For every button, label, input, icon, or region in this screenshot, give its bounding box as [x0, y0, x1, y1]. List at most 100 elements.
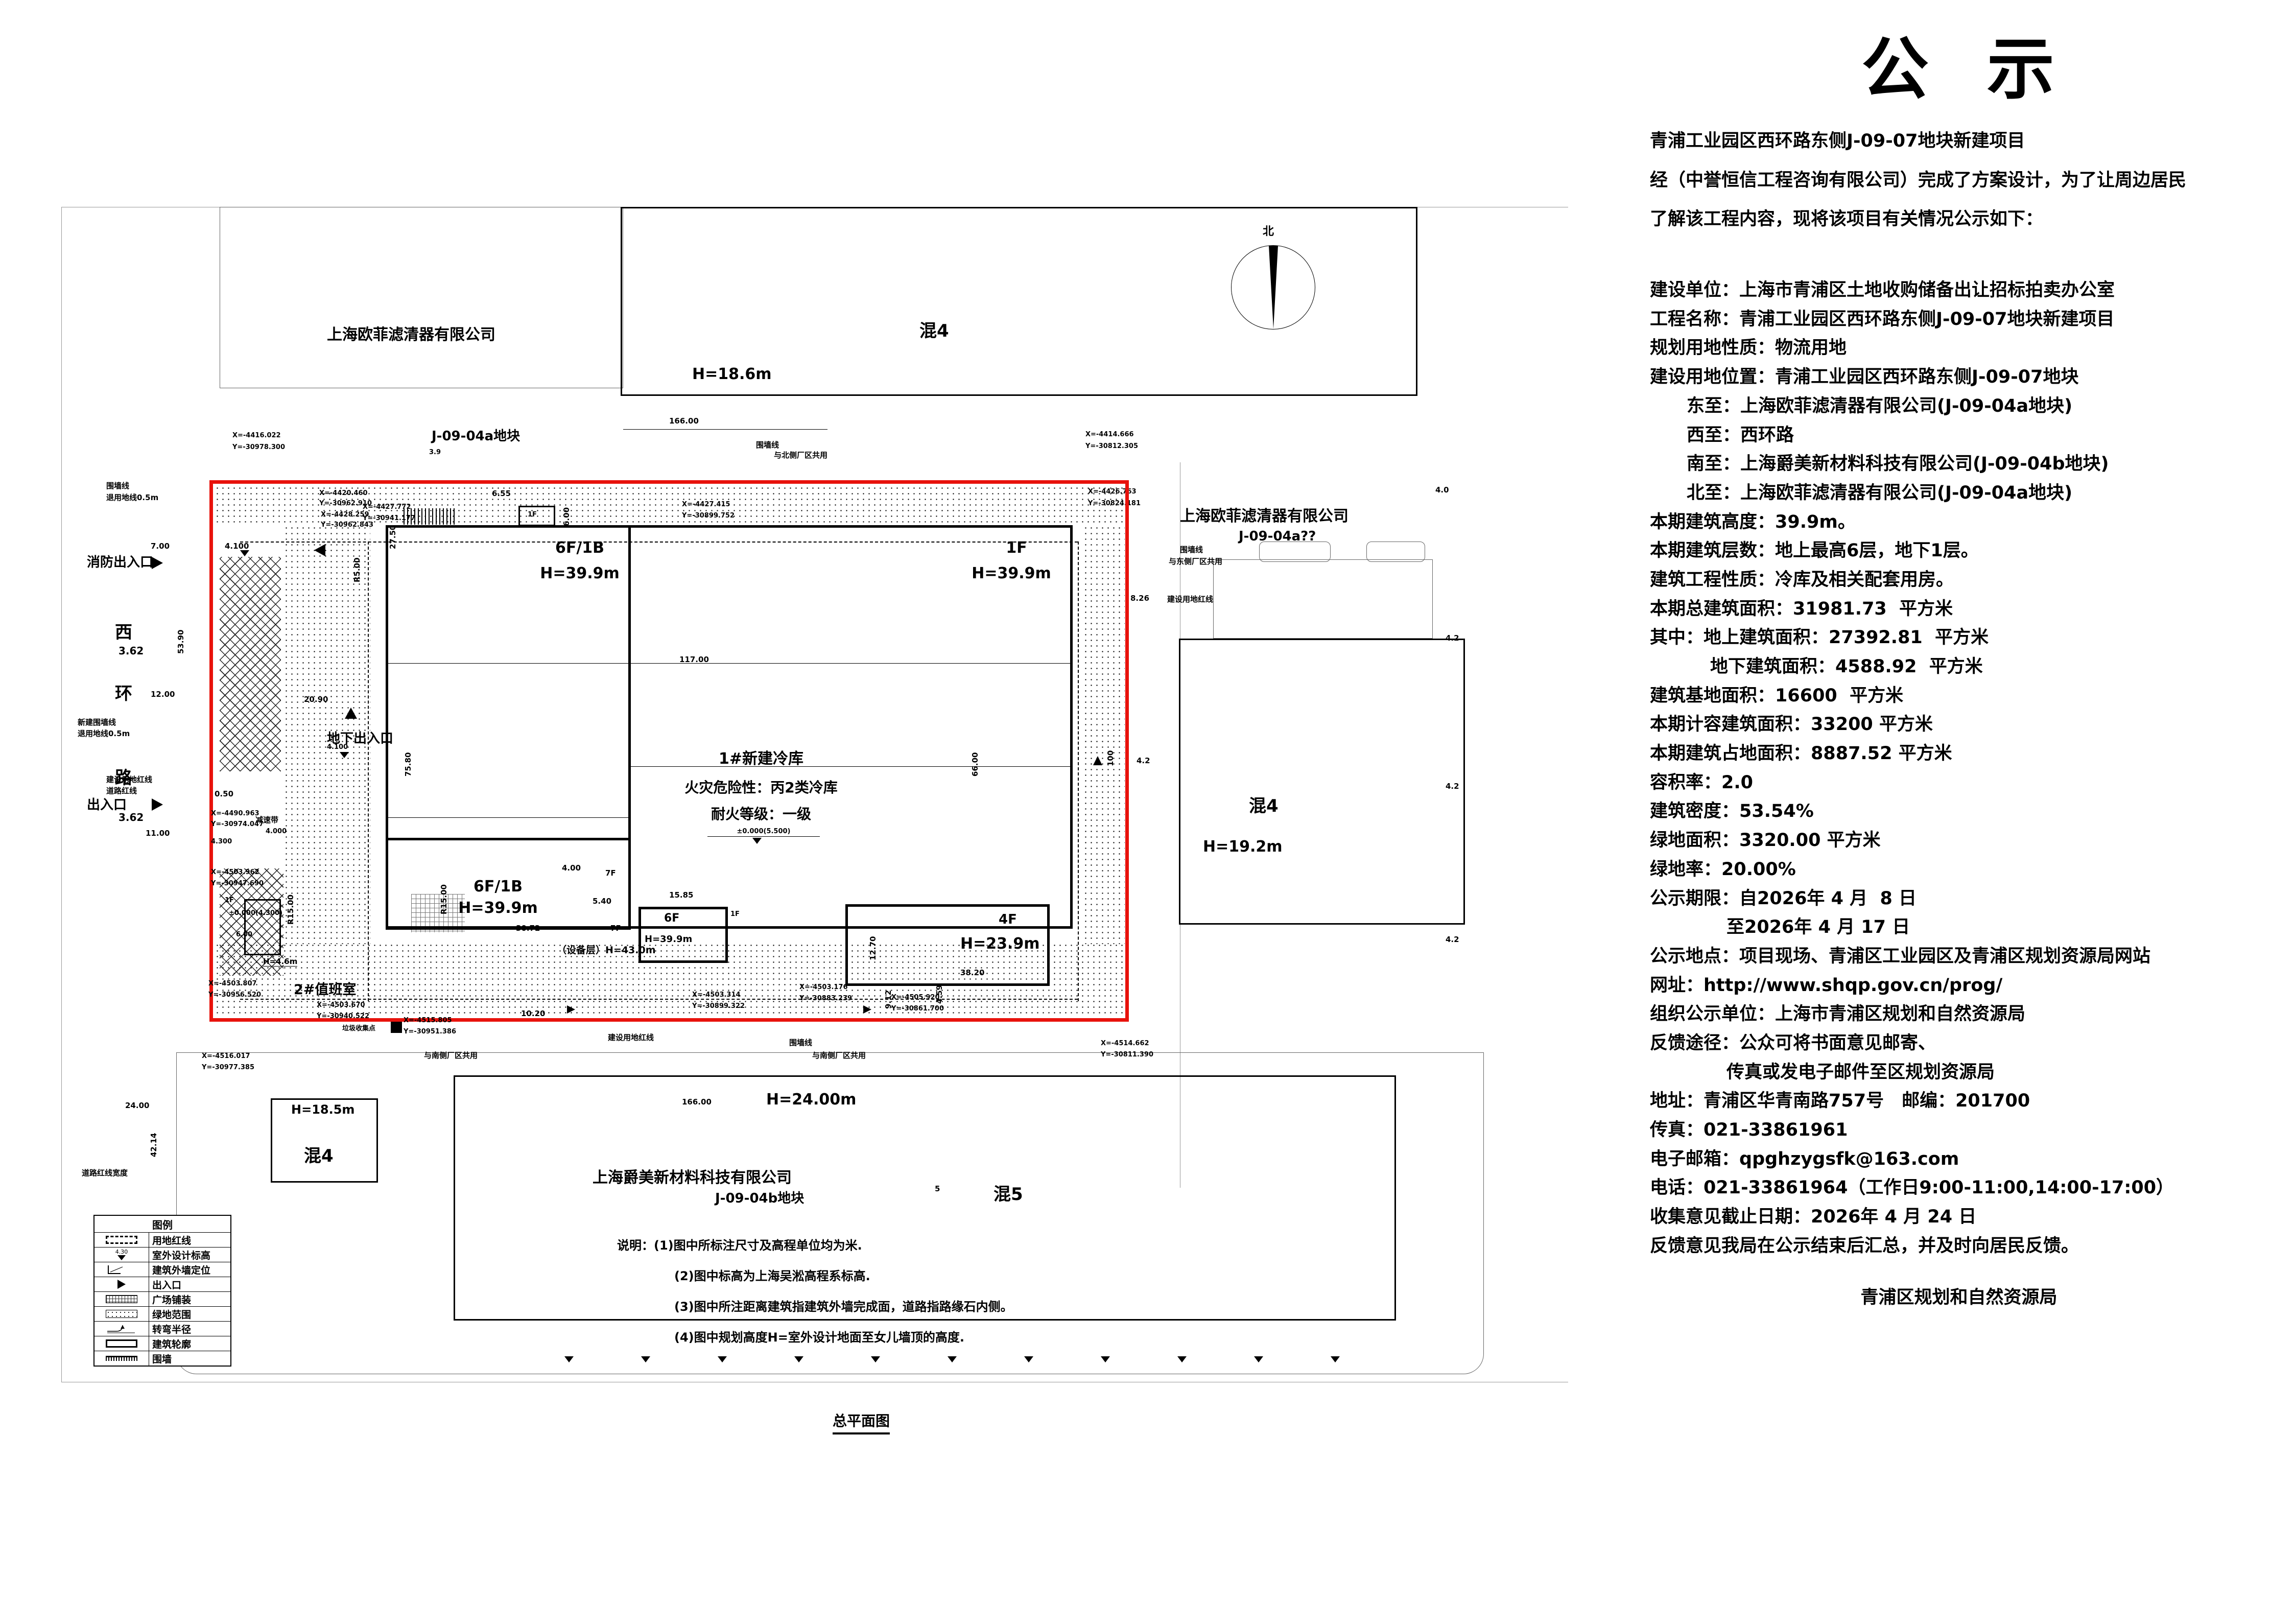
legend-row-redline: 用地红线: [94, 1232, 230, 1247]
notice-field-value-18: 2.0: [1721, 772, 1754, 793]
coord-10-x: X=-4490.963: [211, 810, 259, 817]
south-elev-marker-8-icon: [1101, 1356, 1110, 1362]
gatehouse-floors: 1F: [225, 897, 234, 904]
notice-field-8: 北至：上海欧菲滤清器有限公司(J-09-04a地块): [1650, 479, 2283, 508]
legend-row-elevation: 4.30 室外设计标高: [94, 1247, 230, 1262]
notice-field-value-10: 地上最高6层，地下1层。: [1775, 540, 1979, 561]
site-redline-south: [209, 1018, 1129, 1022]
notice-field-value-33: 2026年 4 月 24 日: [1811, 1207, 1977, 1228]
block-label-7f-a: 7F: [610, 924, 621, 933]
legend-table: 图例 用地红线 4.30 室外设计标高 建筑外墙定位 出入口: [93, 1215, 231, 1367]
waste-collection-label: 垃圾收集点: [342, 1025, 376, 1032]
legend-label-paving: 广场铺装: [152, 1294, 192, 1306]
notice-field-value-34: 反馈意见我局在公示结束后汇总，并及时向居民反馈。: [1650, 1235, 2079, 1256]
sw-building-height: H=18.5m: [291, 1102, 355, 1117]
site-redline-west: [209, 480, 213, 1022]
coord-12-x: X=-4503.314: [692, 991, 741, 999]
notice-field-value-14: 4588.92 平方米: [1835, 656, 1983, 677]
entrance-arrow-fire-icon: [152, 557, 163, 569]
notice-field-label-5: 东至：: [1687, 395, 1741, 416]
road-char-2: 环: [115, 684, 132, 704]
notice-field-label-11: 建筑工程性质：: [1650, 569, 1776, 590]
north-gate-direction-arrow-icon: [314, 544, 325, 556]
notice-field-value-30: 021-33861961: [1703, 1120, 1848, 1140]
notice-field-label-4: 建设用地位置：: [1650, 367, 1776, 388]
notice-field-3: 规划用地性质：物流用地: [1650, 334, 2283, 363]
north-gate-elev-marker-icon: [240, 550, 249, 556]
notice-field-value-4: 青浦工业园区西环路东侧J-09-07地块: [1775, 367, 2079, 388]
east-neighbor-building: [1179, 639, 1465, 925]
notice-field-12: 本期总建筑面积：31981.73 平方米: [1650, 595, 2283, 624]
notice-field-label-17: 本期建筑占地面积：: [1650, 743, 1811, 764]
notice-field-4: 建设用地位置：青浦工业园区西环路东侧J-09-07地块: [1650, 363, 2283, 392]
east-annex-bay-2: [1366, 542, 1425, 562]
legend-row-green: 绿地范围: [94, 1306, 230, 1321]
entrance-arrow-main-icon: [152, 798, 163, 811]
entrance-label-main: 出入口: [87, 797, 127, 813]
public-notice-panel: 公 示 青浦工业园区西环路东侧J-09-07地块新建项目经（中誉恒信工程咨询有限…: [1650, 31, 2283, 1563]
notice-intro-block: 青浦工业园区西环路东侧J-09-07地块新建项目经（中誉恒信工程咨询有限公司）完…: [1650, 127, 2283, 244]
notice-field-label-1: 建设单位：: [1650, 280, 1740, 301]
speed-bump-label: 减速带: [255, 815, 279, 825]
dim-2750-label: 27.50: [388, 525, 397, 549]
gatehouse-annotation-elev: 4.300: [211, 838, 232, 845]
legend-row-wall-locate: 建筑外墙定位: [94, 1262, 230, 1277]
main-building-name: 1#新建冷库: [718, 750, 803, 768]
annotation-east-shared: 与东侧厂区共用: [1169, 557, 1223, 566]
notice-field-value-13: 27392.81 平方米: [1829, 627, 1989, 648]
notice-field-label-16: 本期计容建筑面积：: [1650, 714, 1811, 735]
legend-label-turning: 转弯半径: [152, 1324, 192, 1335]
north-neighbor-elev: 3.9: [429, 449, 441, 456]
green-area-south: [215, 943, 1124, 1017]
dim-1200-label: 12.00: [151, 690, 175, 699]
main-building-fire-rating: 耐火等级：一级: [711, 806, 811, 822]
notice-field-label-22: 公示期限：: [1650, 888, 1740, 909]
entrance-symbol-icon: [94, 1277, 149, 1291]
notice-field-label-33: 收集意见截止日期：: [1650, 1207, 1811, 1228]
notice-field-7: 南至：上海爵美新材料科技有限公司(J-09-04b地块): [1650, 450, 2283, 479]
notice-field-label-26: 组织公示单位：: [1650, 1004, 1776, 1025]
fire-lane-east: [1078, 542, 1080, 1001]
notice-field-29: 地址：青浦区华青南路757号 邮编：201700: [1650, 1087, 2283, 1116]
dim-050-label: 0.50: [215, 789, 234, 798]
south-elev-marker-7-icon: [1024, 1356, 1033, 1362]
spot-elev-40: 4.0: [1435, 485, 1449, 495]
spot-elev-42c: 4.2: [1446, 782, 1459, 791]
fire-lane-west: [368, 542, 370, 1001]
block-label-1-height: H=39.9m: [540, 564, 620, 582]
annotation-south-shared-b: 与南侧厂区共用: [812, 1051, 866, 1060]
road-redline-note: 道路红线宽度: [82, 1168, 128, 1178]
coord-1-y: Y=-30978.300: [232, 443, 286, 451]
notice-heading: 公 示: [1861, 30, 2072, 109]
notice-field-17: 本期建筑占地面积：8887.52 平方米: [1650, 739, 2283, 768]
notice-field-label-27: 反馈途径：: [1650, 1032, 1740, 1053]
notice-field-label-14: 地下建筑面积：: [1710, 656, 1836, 677]
dim-line-166: [623, 429, 827, 430]
dim-5390-label: 53.90: [176, 629, 185, 654]
main-building-partition-4: [631, 766, 1073, 767]
notice-field-value-27: 公众可将书面意见邮寄、: [1739, 1032, 1936, 1053]
entrance-label-underground: 地下出入口: [327, 731, 394, 746]
notice-field-label-6: 西至：: [1687, 425, 1741, 445]
notice-field-label-25: 网址：: [1650, 975, 1704, 996]
notice-field-value-11: 冷库及相关配套用房。: [1775, 569, 1954, 590]
notice-field-34: 反馈意见我局在公示结束后汇总，并及时向居民反馈。: [1650, 1232, 2283, 1261]
annotation-land-redline-east: 建设用地红线: [1167, 595, 1214, 604]
north-label: 北: [1263, 225, 1274, 238]
legend-elev-value: 4.30: [115, 1249, 128, 1255]
spot-elev-42e: 4.2: [1137, 756, 1150, 765]
notice-field-label-13: 其中：地上建筑面积：: [1650, 627, 1829, 648]
north-neighbor-company: 上海欧菲滤清器有限公司: [327, 326, 495, 344]
notice-field-label-30: 传真：: [1650, 1120, 1704, 1140]
notice-field-6: 西至：西环路: [1650, 421, 2283, 450]
notice-field-value-7: 上海爵美新材料科技有限公司(J-09-04b地块): [1740, 454, 2109, 475]
notice-field-label-8: 北至：: [1687, 482, 1741, 503]
dim-1020-label: 10.20: [521, 1009, 546, 1018]
notice-field-30: 传真：021-33861961: [1650, 1116, 2283, 1145]
notice-field-24: 公示地点：项目现场、青浦区工业园区及青浦区规划资源局网站: [1650, 942, 2283, 971]
underground-entry-elev: 4.100: [327, 743, 348, 751]
notice-field-14: 地下建筑面积：4588.92 平方米: [1650, 652, 2283, 681]
annotation-setback-west: 退用地线0.5m: [106, 493, 159, 502]
coord-13-x: X=-4503.176: [799, 983, 848, 991]
notice-field-value-17: 8887.52 平方米: [1811, 743, 1952, 764]
